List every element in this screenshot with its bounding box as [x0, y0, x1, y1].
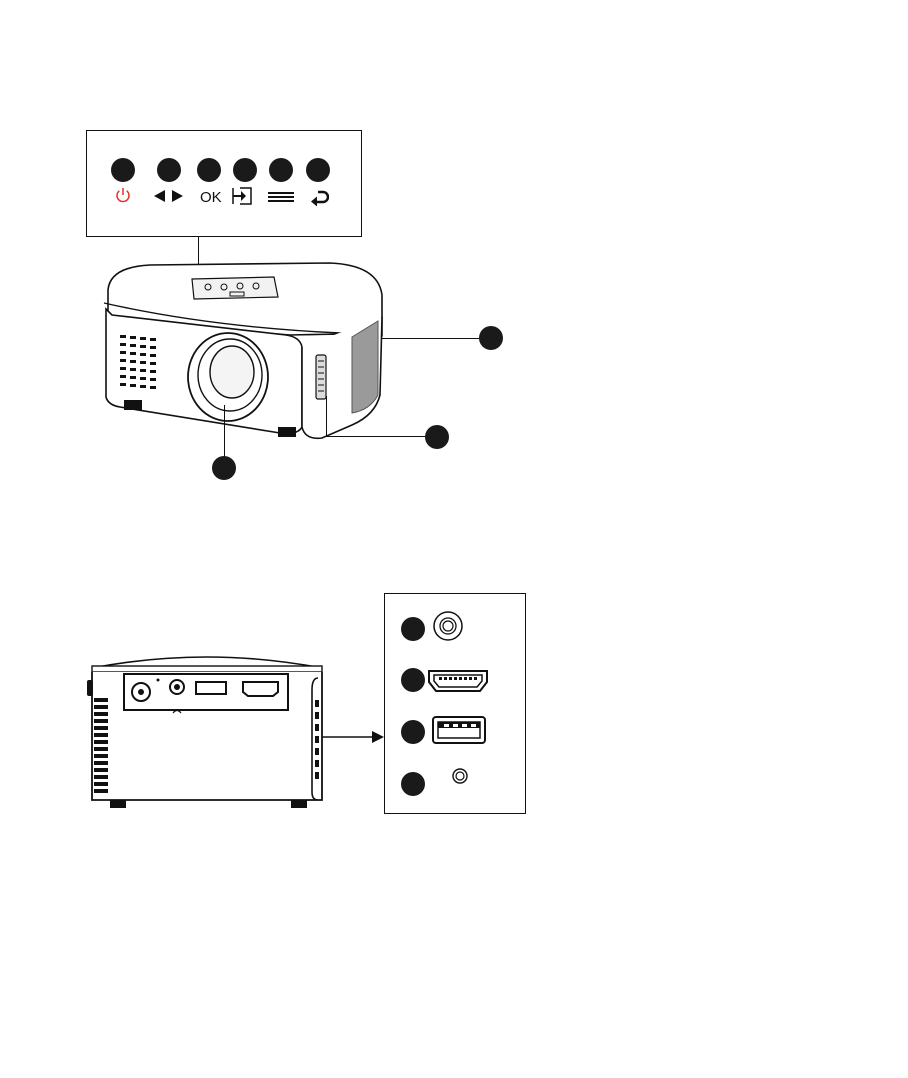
marker-menu	[269, 158, 293, 182]
control-panel-callout	[86, 130, 362, 237]
hdmi-port-icon	[427, 669, 489, 693]
av-jack-icon	[432, 610, 464, 642]
power-icon	[114, 186, 132, 204]
left-right-arrows-icon	[154, 189, 184, 203]
marker-lens	[212, 456, 236, 480]
input-source-icon	[231, 186, 253, 206]
marker-av	[401, 617, 425, 641]
headphone-jack-icon	[450, 766, 470, 786]
lens-leader	[224, 405, 225, 460]
marker-power	[111, 158, 135, 182]
marker-ok	[197, 158, 221, 182]
marker-return	[306, 158, 330, 182]
speaker-leader	[381, 338, 480, 339]
ok-label: OK	[200, 189, 222, 206]
projector-front-view	[90, 255, 390, 500]
focus-leader-vertical	[326, 396, 327, 436]
projector-side-view	[86, 650, 331, 812]
menu-lines-icon	[268, 191, 294, 203]
marker-navigate	[157, 158, 181, 182]
marker-hdmi	[401, 668, 425, 692]
focus-leader-horizontal	[326, 436, 426, 437]
marker-source	[233, 158, 257, 182]
return-arrow-icon	[309, 186, 329, 206]
marker-speaker-grille	[479, 326, 503, 350]
marker-focus-wheel	[425, 425, 449, 449]
marker-headphone	[401, 772, 425, 796]
port-arrow	[322, 729, 386, 745]
marker-usb	[401, 720, 425, 744]
usb-port-icon	[431, 715, 487, 745]
